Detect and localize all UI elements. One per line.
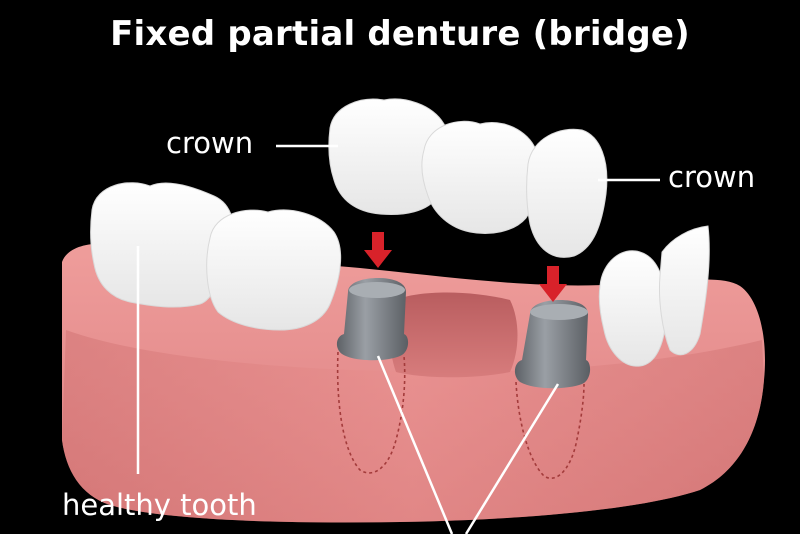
leader-abutment-right <box>464 383 560 534</box>
arrow-right-icon <box>539 266 567 302</box>
bridge-pontic <box>421 120 541 234</box>
abutment-left <box>336 278 409 361</box>
abutment-right-top <box>530 304 588 320</box>
abutment-root-left <box>336 351 406 474</box>
label-healthy-tooth: healthy tooth <box>62 488 257 522</box>
label-crown-right: crown <box>668 160 756 194</box>
gum-cavity <box>389 292 518 378</box>
arrow-left-icon <box>364 232 392 268</box>
leader-abutment-left <box>376 355 454 534</box>
premolar-1 <box>598 250 667 367</box>
canine <box>659 225 710 356</box>
label-crown-left: crown <box>166 126 254 160</box>
leader-lines <box>136 144 660 534</box>
abutments <box>336 278 591 389</box>
placement-arrows <box>364 232 567 302</box>
bridge-crown-right <box>526 128 608 258</box>
right-teeth <box>598 225 710 367</box>
abutment-left-top <box>349 282 405 298</box>
page-title: Fixed partial denture (bridge) <box>110 14 690 54</box>
healthy-molar-2 <box>206 209 342 331</box>
bridge <box>328 98 608 258</box>
abutment-right <box>514 300 591 389</box>
gum-front-shade <box>62 330 764 523</box>
healthy-teeth <box>90 182 342 331</box>
